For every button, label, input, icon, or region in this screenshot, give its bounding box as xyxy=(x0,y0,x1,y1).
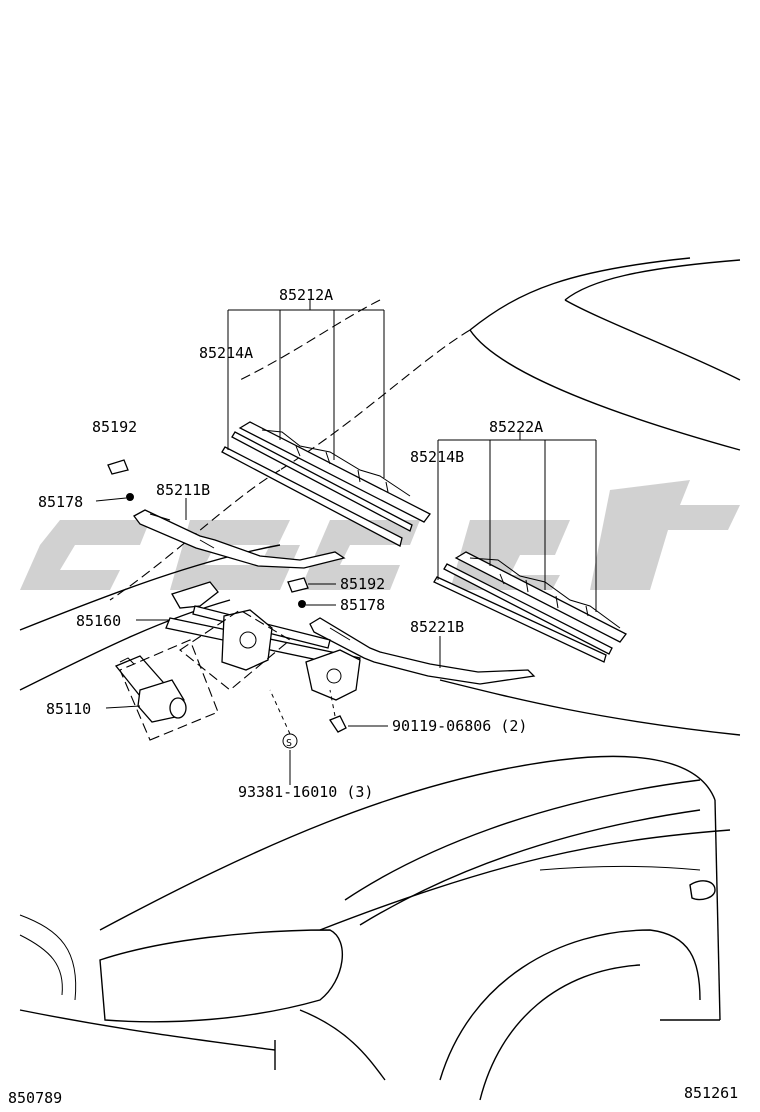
nut-85178-lower xyxy=(298,600,306,608)
label-90119-06806: 90119-06806 (2) xyxy=(392,717,527,735)
label-85222A: 85222A xyxy=(489,418,543,436)
label-85178-lower: 85178 xyxy=(340,596,385,614)
fasteners xyxy=(107,459,347,749)
label-85160: 85160 xyxy=(76,612,121,630)
cap-85192-lower xyxy=(287,577,309,593)
label-85221B: 85221B xyxy=(410,618,464,636)
wiper-blade-lh xyxy=(433,551,627,663)
label-85214A: 85214A xyxy=(199,344,253,362)
label-93381-16010: 93381-16010 (3) xyxy=(238,783,373,801)
bolt-90119 xyxy=(329,715,347,733)
label-85178-upper: 85178 xyxy=(38,493,83,511)
label-85192-upper: 85192 xyxy=(92,418,137,436)
label-85212A: 85212A xyxy=(279,286,333,304)
label-85110: 85110 xyxy=(46,700,91,718)
vehicle-body-outline xyxy=(19,257,741,1101)
wiper-arm-lh xyxy=(309,617,536,685)
nut-85178-upper xyxy=(126,493,134,501)
diagram-code-left: 850789 xyxy=(8,1089,62,1107)
screw-symbol-letter: S xyxy=(286,738,292,749)
label-85214B: 85214B xyxy=(410,448,464,466)
label-85211B: 85211B xyxy=(156,481,210,499)
cap-85192-upper xyxy=(107,459,129,475)
wiper-blade-rh xyxy=(221,421,431,547)
label-85192-lower: 85192 xyxy=(340,575,385,593)
leader-lines xyxy=(95,300,597,785)
diagram-code-right: 851261 xyxy=(684,1084,738,1102)
wiper-motor xyxy=(114,639,219,741)
part-labels: 85212A 85214A 85222A 85214B 85192 85178 … xyxy=(8,286,738,1107)
wiper-link-assembly xyxy=(165,581,361,701)
wiper-arm-rh xyxy=(133,509,346,569)
